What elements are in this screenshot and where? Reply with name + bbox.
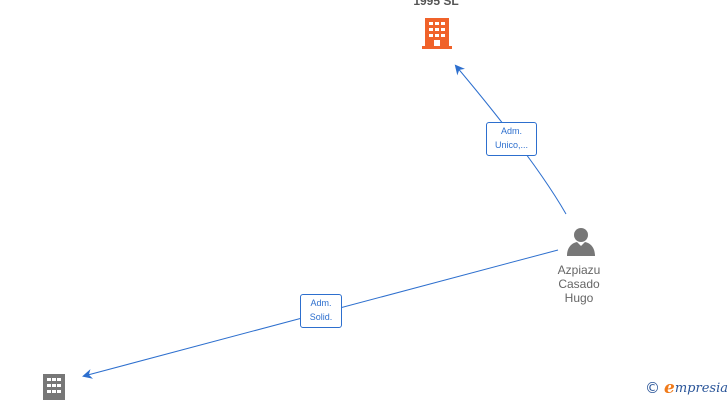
person-name-line: Hugo: [564, 291, 594, 305]
edge-label-adm-solid[interactable]: Adm. Solid.: [300, 294, 342, 328]
edge-label-line: Adm.: [310, 298, 332, 308]
building-icon[interactable]: [421, 17, 453, 49]
brand-initial: e: [664, 378, 675, 398]
edge-label-line: Unico,...: [494, 140, 528, 150]
copyright-icon: ©: [645, 379, 661, 397]
person-name-line: Casado: [558, 277, 600, 291]
company-top-name[interactable]: 1995 SL: [413, 0, 459, 8]
person-icon[interactable]: [566, 226, 596, 256]
empresia-watermark: © e mpresia: [645, 378, 728, 398]
person-name[interactable]: Azpiazu Casado Hugo: [539, 263, 619, 305]
person-name-line: Azpiazu: [557, 263, 601, 277]
edge-label-line: Adm.: [500, 126, 522, 136]
brand-name: mpresia: [674, 380, 728, 396]
building-icon[interactable]: [41, 373, 67, 400]
edge-label-adm-unico[interactable]: Adm. Unico,...: [486, 122, 537, 156]
edge-label-line: Solid.: [309, 312, 333, 322]
